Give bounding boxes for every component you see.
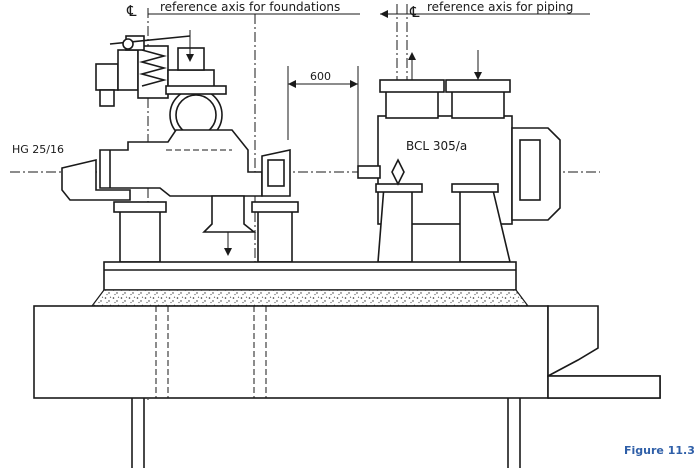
compressor: BCL 305/a: [357, 50, 561, 263]
label-axis-foundations: reference axis for foundations: [160, 0, 340, 14]
dimension-600: 600: [287, 66, 359, 170]
concrete-foundation: [33, 305, 661, 468]
label-axis-piping: reference axis for piping: [427, 0, 573, 14]
dimension-600-label: 600: [310, 70, 331, 83]
grout-layer: [90, 289, 530, 307]
label-turbine: HG 25/16: [12, 143, 64, 156]
centerline-symbol-piping: ℄: [409, 3, 420, 21]
baseplate: [103, 261, 517, 291]
centerline-symbol-foundations: ℄: [126, 2, 137, 20]
steam-turbine: HG 25/16: [12, 30, 299, 263]
figure-caption: Figure 11.3: [624, 444, 695, 457]
label-compressor: BCL 305/a: [406, 139, 467, 153]
